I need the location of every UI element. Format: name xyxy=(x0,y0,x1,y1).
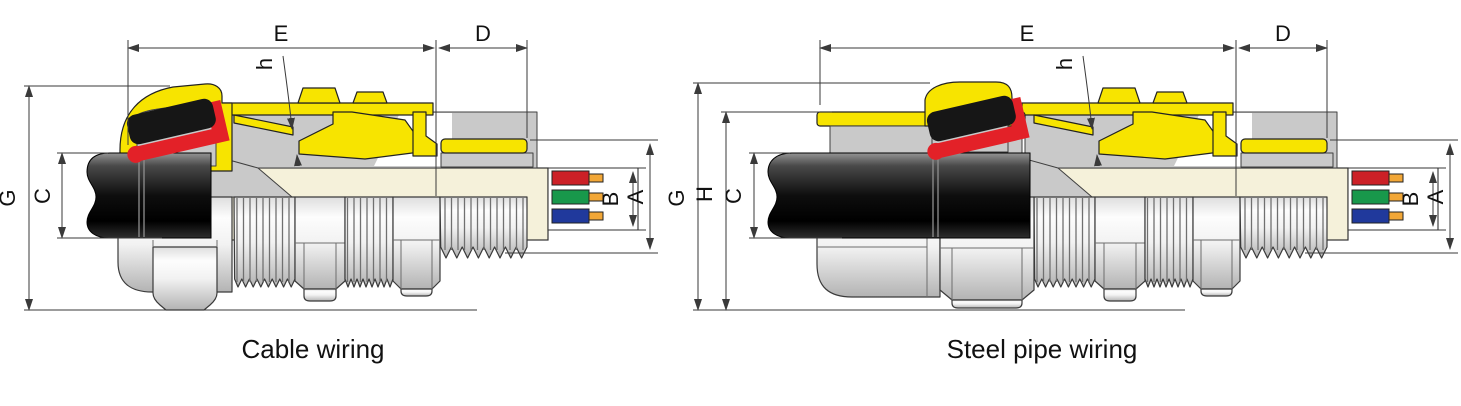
hex-left-facet-lines xyxy=(940,247,1034,300)
dim-label-h: h xyxy=(252,58,277,70)
dim-label-E: E xyxy=(274,21,289,46)
dimension-G xyxy=(24,85,477,311)
dim-label-E: E xyxy=(1020,21,1035,46)
dimension-D xyxy=(1238,40,1328,138)
caption-steel-pipe-wiring: Steel pipe wiring xyxy=(947,334,1138,364)
steel-pipe xyxy=(767,152,1031,239)
pipe-seam-lines xyxy=(932,154,939,237)
dim-label-G: G xyxy=(664,189,689,206)
diagram-cable-wiring: E D h G C Cable wiring xyxy=(0,21,658,364)
dimension-D xyxy=(438,40,528,138)
dim-label-C: C xyxy=(721,188,746,204)
back-nut-large-facet xyxy=(152,246,218,311)
dim-label-H: H xyxy=(692,186,717,202)
dim-label-G: G xyxy=(0,189,20,206)
dimension-h-leader xyxy=(1082,55,1102,167)
back-nut-facet-lines xyxy=(152,240,218,247)
dimension-E xyxy=(127,40,437,196)
dim-label-C: C xyxy=(30,188,55,204)
caption-cable-wiring: Cable wiring xyxy=(241,334,384,364)
dimension-G xyxy=(693,82,1185,311)
dimension-C xyxy=(749,152,842,239)
dim-label-D: D xyxy=(475,21,491,46)
dimension-H xyxy=(721,111,832,311)
dim-label-h: h xyxy=(1052,58,1077,70)
dimension-C xyxy=(57,152,162,239)
hex-nut-left-facet xyxy=(951,299,1023,309)
dim-label-D: D xyxy=(1275,21,1291,46)
cable-seam-lines xyxy=(138,154,145,237)
dimension-h-leader xyxy=(282,55,302,167)
cable-jacket xyxy=(86,152,212,239)
dimension-E xyxy=(819,40,1237,196)
diagram-steel-pipe-wiring: E D h G H C Steel pipe wiring xyxy=(664,21,1458,364)
